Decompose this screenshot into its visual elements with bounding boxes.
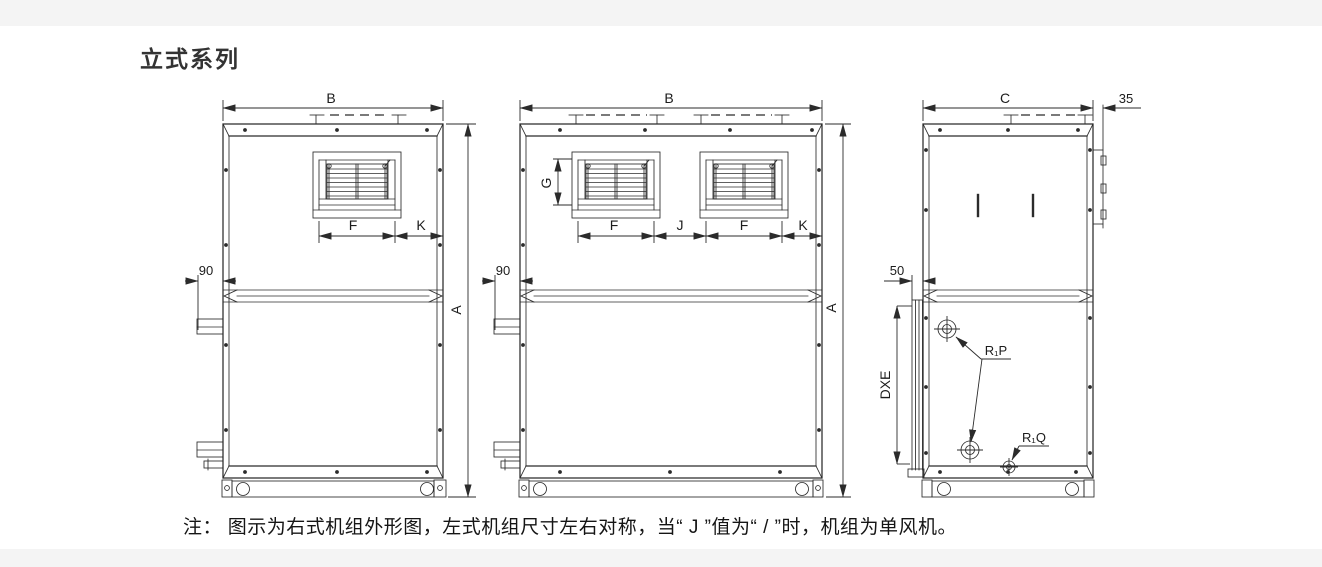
pipe-connections xyxy=(934,316,1018,476)
side-flange-panel xyxy=(1092,104,1107,229)
dim-label-F-right: F xyxy=(740,217,749,233)
connection-label-R1P: R₁P xyxy=(985,343,1007,358)
fastener-dots xyxy=(521,128,821,474)
base-frame xyxy=(921,479,1095,498)
view-front-double-fan: B A G F J F K xyxy=(482,90,851,498)
page-bottom-margin xyxy=(0,549,1322,567)
cabinet-outline xyxy=(922,123,1094,479)
dim-label-K: K xyxy=(798,217,808,233)
dim-label-K: K xyxy=(416,217,426,233)
side-pipes xyxy=(196,318,224,471)
dim-label-90: 90 xyxy=(199,263,213,278)
dimension-DXE: DXE xyxy=(877,305,912,465)
top-duct-flange xyxy=(309,114,407,125)
cabinet-outline xyxy=(222,123,444,479)
dimension-pipe-90: 90 xyxy=(185,263,236,330)
dim-label-35: 35 xyxy=(1119,91,1133,106)
dimension-grille-G: G xyxy=(538,158,572,206)
fan-outlet-grille xyxy=(312,151,402,219)
label-water-pipes: R₁P xyxy=(955,336,1011,443)
cabinet-divider-band xyxy=(922,289,1094,303)
footnote: 注： 图示为右式机组外形图，左式机组尺寸左右对称，当“ J ”值为“ / ”时，… xyxy=(183,517,957,538)
dimension-height-A: A xyxy=(446,123,476,498)
page-title: 立式系列 xyxy=(140,46,240,72)
side-pipes xyxy=(493,318,521,471)
dimension-F-K: F K xyxy=(318,217,444,243)
view-side: C 35 50 DXE xyxy=(877,90,1141,498)
dimension-height-A: A xyxy=(823,123,851,498)
label-drain-pipe: R₁Q xyxy=(1011,430,1049,461)
dimension-depth-C: C xyxy=(922,90,1094,121)
dim-label-A: A xyxy=(448,305,464,315)
connection-label-R1Q: R₁Q xyxy=(1022,430,1046,445)
cabinet-divider-band xyxy=(519,289,823,303)
page-top-margin xyxy=(0,0,1322,26)
fastener-dots xyxy=(224,128,442,474)
dimension-coil-50: 50 xyxy=(884,263,936,300)
dimension-F-J-F-K: F J F K xyxy=(577,217,823,243)
door-handles xyxy=(976,193,1035,218)
dim-label-F: F xyxy=(349,217,358,233)
top-duct-flanges xyxy=(568,114,790,125)
dimension-pipe-90: 90 xyxy=(482,263,533,330)
base-frame xyxy=(518,479,824,498)
top-duct-flange xyxy=(1003,114,1093,125)
dim-label-C: C xyxy=(1000,90,1010,106)
dim-label-90: 90 xyxy=(496,263,510,278)
fan-outlet-grille-right xyxy=(699,151,789,219)
dimension-width-B: B xyxy=(519,90,823,121)
dim-label-G: G xyxy=(538,178,554,189)
dim-label-A: A xyxy=(823,303,839,313)
cabinet-divider-band xyxy=(222,289,444,303)
cabinet-outline xyxy=(519,123,823,479)
coil-section-rails xyxy=(907,299,925,478)
dim-label-B: B xyxy=(326,90,335,106)
fastener-dots xyxy=(924,128,1092,474)
dim-label-DXE: DXE xyxy=(877,371,893,400)
fan-outlet-grille-left xyxy=(571,151,661,219)
base-frame xyxy=(221,479,447,498)
dimension-width-B: B xyxy=(222,90,444,121)
dim-label-B: B xyxy=(664,90,673,106)
dimension-flange-35: 35 xyxy=(1102,91,1141,112)
view-front-single-fan: B A F K 90 xyxy=(185,90,476,498)
dim-label-J: J xyxy=(677,217,684,233)
dim-label-50: 50 xyxy=(890,263,904,278)
dim-label-F-left: F xyxy=(610,217,619,233)
